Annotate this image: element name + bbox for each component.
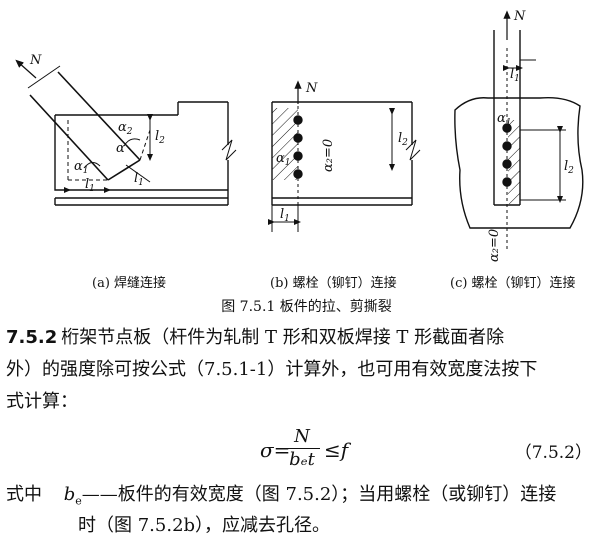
- eq-lhs: σ=: [260, 438, 291, 462]
- section-text-1: 桁架节点板（杆件为轧制 T 形和双板焊接 T 形截面者除: [61, 327, 505, 348]
- figure-7-5-1: N α2 α α1 l2 l1 l1 N α1 l2 l1: [15, 9, 584, 262]
- diagram-c-labels: N l1 α1 l2 α₂=0: [487, 9, 574, 262]
- label-l2-a: l2: [155, 129, 165, 146]
- eq-denominator: bₑt: [289, 449, 315, 470]
- equation-7-5-2: σ= N bₑt ≤f （7.5.2）: [260, 426, 600, 474]
- def-symbol: b: [63, 484, 76, 505]
- diagram-b: [268, 80, 421, 232]
- label-N-a: N: [29, 53, 42, 68]
- label-alpha1-a: α1: [74, 159, 89, 176]
- label-N-b: N: [305, 81, 318, 96]
- label-l1-b: l1: [280, 207, 290, 224]
- section-number: 7.5.2: [6, 327, 58, 348]
- label-l2-b: l2: [398, 131, 408, 148]
- label-l1b-a: l1: [134, 171, 144, 188]
- label-alpha-a: α: [116, 141, 125, 156]
- label-alpha1-c: α1: [497, 111, 512, 128]
- label-l1-a: l1: [85, 177, 95, 194]
- eq-fraction: N bₑt: [282, 426, 322, 471]
- diagram-c: [454, 10, 584, 250]
- section-line-2: 外）的强度除可按公式（7.5.1-1）计算外，也可用有效宽度法按下: [6, 359, 538, 380]
- eq-number: （7.5.2）: [514, 443, 592, 463]
- subcaption-a: (a) 焊缝连接: [92, 276, 167, 291]
- label-l1-c: l1: [510, 67, 520, 84]
- eq-numerator: N: [294, 426, 310, 447]
- subcaption-b: (b) 螺栓（铆钉）连接: [270, 276, 397, 291]
- label-l2-c: l2: [564, 159, 574, 176]
- figure-caption: 图 7.5.1 板件的拉、剪撕裂: [221, 299, 392, 315]
- def-text-1: ——板件的有效宽度（图 7.5.2）；当用螺栓（或铆钉）连接: [81, 484, 557, 505]
- eq-rhs: ≤f: [324, 438, 349, 462]
- label-a2-zero-c: α₂=0: [487, 229, 502, 262]
- label-a2-zero-b: α₂=0: [321, 139, 336, 172]
- diagram-a-labels: N α2 α α1 l2 l1 l1: [29, 53, 165, 194]
- definition-line-2: 时（图 7.5.2b），应减去孔径。: [78, 515, 331, 536]
- subcaption-c: (c) 螺栓（铆钉）连接: [450, 276, 576, 291]
- definition-line-1: 式中 be——板件的有效宽度（图 7.5.2）；当用螺栓（或铆钉）连接: [6, 480, 556, 508]
- def-prefix: 式中: [6, 484, 42, 505]
- def-symbol-sub: e: [75, 494, 82, 508]
- label-N-c: N: [513, 9, 526, 24]
- section-line-3: 式计算：: [6, 391, 78, 412]
- label-alpha2-a: α2: [118, 120, 133, 137]
- diagram-a: [15, 59, 237, 206]
